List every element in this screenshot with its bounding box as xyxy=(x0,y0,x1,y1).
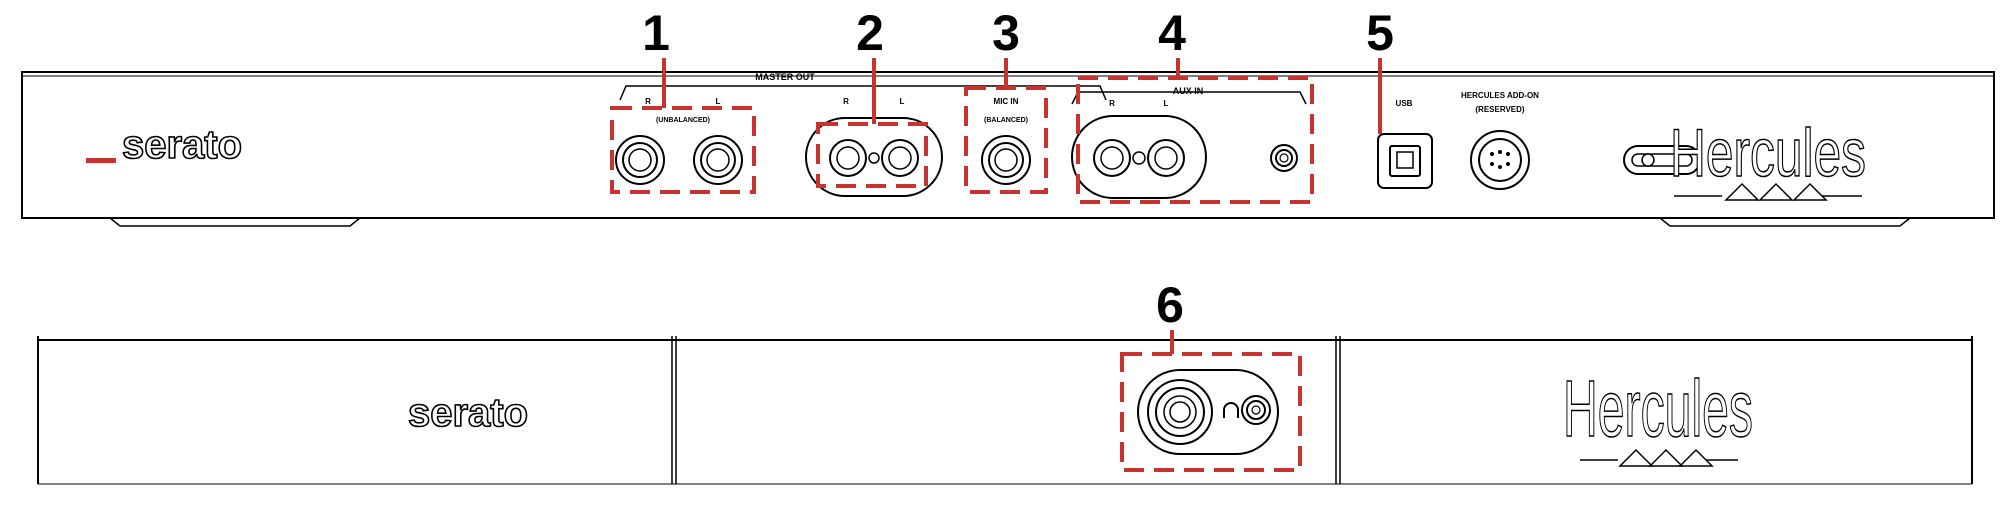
rca-l-label: L xyxy=(900,97,905,106)
callout-3: 3 xyxy=(992,5,1020,61)
aux-in-bracket xyxy=(1071,91,1307,105)
highlight-box-6 xyxy=(1120,352,1302,472)
usb-label: USB xyxy=(1396,99,1413,108)
callout-connectors xyxy=(662,58,1382,354)
headphones-icon xyxy=(1223,402,1239,418)
master-out-jack-r xyxy=(615,135,665,185)
mic-in-jack xyxy=(981,135,1031,185)
front-panel: serato Hercules xyxy=(37,336,1973,485)
hercules-triangles-front-icon xyxy=(1580,448,1738,467)
addon-port xyxy=(1470,130,1530,190)
security-slot xyxy=(1623,145,1701,175)
rca-r-label: R xyxy=(843,97,849,106)
aux-in-label: AUX IN xyxy=(1173,86,1204,96)
aux-in-rca xyxy=(1071,115,1207,199)
master-out-bracket xyxy=(619,85,1107,101)
serato-logo-front: serato xyxy=(408,391,528,435)
highlight-box-1 xyxy=(610,106,756,194)
aux-in-l-label: L xyxy=(1164,99,1169,108)
highlight-box-2 xyxy=(816,122,928,188)
reserved-label: (RESERVED) xyxy=(1475,105,1525,114)
callout-2: 2 xyxy=(856,5,884,61)
usb-port xyxy=(1377,133,1433,189)
master-out-label: MASTER OUT xyxy=(755,72,815,82)
master-out-l-label: L xyxy=(716,97,721,106)
aux-in-r-label: R xyxy=(1109,99,1115,108)
serato-logo-accent xyxy=(86,158,116,163)
callout-4: 4 xyxy=(1158,5,1186,61)
back-panel: serato MASTER OUT R L (UNBALANCED) R L xyxy=(21,71,1995,227)
hercules-logo: Hercules xyxy=(1670,115,1866,191)
aux-in-mini-jack xyxy=(1270,144,1298,172)
foot-right xyxy=(1659,217,1911,227)
callout-5: 5 xyxy=(1366,5,1394,61)
master-out-r-label: R xyxy=(645,97,651,106)
master-out-jack-l xyxy=(693,135,743,185)
serato-logo: serato xyxy=(122,123,242,167)
headphone-socket xyxy=(1137,369,1279,455)
hercules-logo-front: Hercules xyxy=(1563,364,1753,453)
addon-label: HERCULES ADD-ON xyxy=(1461,91,1539,100)
unbalanced-label: (UNBALANCED) xyxy=(656,117,710,124)
highlight-boxes xyxy=(610,76,1314,472)
master-out-rca xyxy=(805,117,943,197)
callout-6: 6 xyxy=(1156,277,1184,333)
callout-1: 1 xyxy=(642,5,670,61)
headphone-mini-jack xyxy=(1241,395,1271,425)
foot-left xyxy=(109,217,361,227)
hercules-triangles-icon xyxy=(1674,182,1862,201)
balanced-label: (BALANCED) xyxy=(984,117,1028,124)
mic-in-label: MIC IN xyxy=(994,97,1019,106)
